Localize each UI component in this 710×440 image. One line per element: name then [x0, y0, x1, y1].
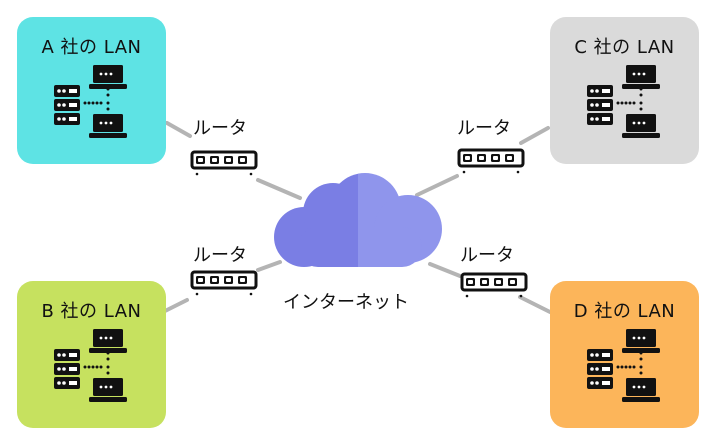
router-label-a: ルータ — [193, 118, 247, 139]
router-label-c: ルータ — [457, 118, 511, 139]
laptop-icon — [622, 114, 660, 138]
router-label-d: ルータ — [460, 245, 514, 266]
connector-router-d-cloud — [428, 262, 462, 278]
connector-lan-a — [165, 121, 192, 138]
lan-devices — [587, 329, 660, 402]
link-dots — [83, 351, 110, 375]
link-dots — [616, 87, 643, 111]
lan-title-d: D 社の LAN — [573, 301, 676, 322]
server-rack-icon — [587, 85, 613, 125]
laptop-icon — [89, 65, 127, 89]
router-c-icon — [457, 148, 525, 174]
router-a-icon — [190, 150, 258, 176]
lan-devices — [587, 65, 660, 138]
lan-title-a: A 社の LAN — [41, 37, 142, 58]
connector-lan-b — [163, 298, 189, 313]
link-dots — [83, 87, 110, 111]
server-rack-icon — [54, 349, 80, 389]
lan-box-c: C 社の LAN — [550, 17, 699, 164]
connector-lan-c — [519, 126, 550, 145]
lan-box-b: B 社の LAN — [17, 281, 166, 428]
connector-router-c-cloud — [415, 174, 459, 197]
laptop-icon — [89, 378, 127, 402]
router-label-b: ルータ — [193, 245, 247, 266]
connector-lan-d — [518, 295, 552, 314]
laptop-icon — [622, 378, 660, 402]
lan-title-c: C 社の LAN — [574, 37, 675, 58]
connector-router-a-cloud — [256, 178, 302, 200]
lan-title-b: B 社の LAN — [41, 301, 142, 322]
cloud-icon — [274, 173, 442, 267]
link-dots — [616, 351, 643, 375]
laptop-icon — [622, 65, 660, 89]
lan-devices — [54, 65, 127, 138]
internet-label: インターネット — [283, 292, 409, 313]
lan-devices — [54, 329, 127, 402]
connector-router-b-cloud — [256, 260, 282, 272]
laptop-icon — [89, 114, 127, 138]
router-d-icon — [460, 272, 528, 298]
router-b-icon — [190, 270, 258, 296]
server-rack-icon — [587, 349, 613, 389]
laptop-icon — [89, 329, 127, 353]
lan-box-a: A 社の LAN — [17, 17, 166, 164]
lan-box-d: D 社の LAN — [550, 281, 699, 428]
laptop-icon — [622, 329, 660, 353]
server-rack-icon — [54, 85, 80, 125]
